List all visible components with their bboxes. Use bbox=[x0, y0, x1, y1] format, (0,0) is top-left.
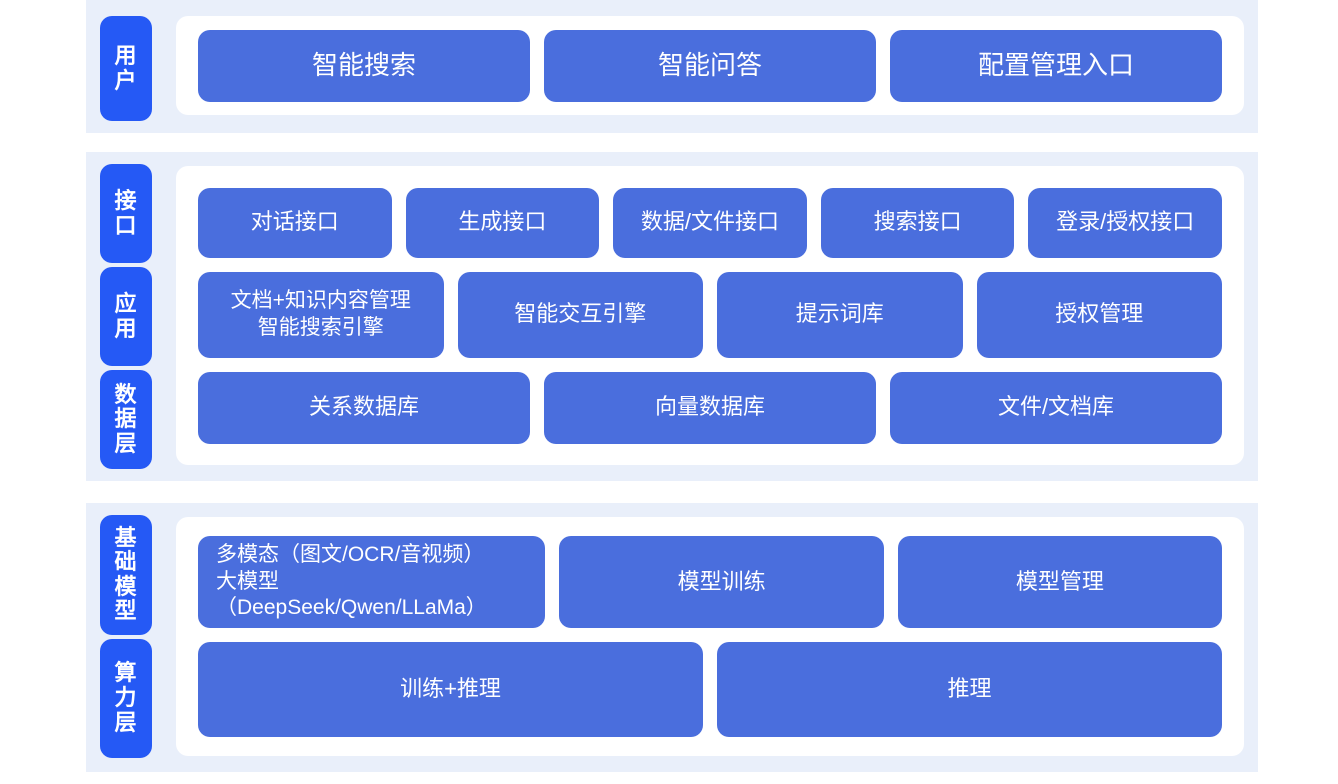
card-search-api[interactable]: 搜索接口 bbox=[820, 187, 1015, 258]
section-middle: 接口 应用 数据层 对话接口 生成接口 数据/文件接口 搜索接口 登录/授权接口… bbox=[86, 152, 1258, 481]
rail-tab-user[interactable]: 用户 bbox=[100, 16, 152, 121]
card-smart-search[interactable]: 智能搜索 bbox=[198, 29, 530, 102]
row-interface: 对话接口 生成接口 数据/文件接口 搜索接口 登录/授权接口 bbox=[198, 187, 1222, 258]
row-application: 文档+知识内容管理 智能搜索引擎 智能交互引擎 提示词库 授权管理 bbox=[198, 271, 1222, 358]
card-smart-interaction-engine[interactable]: 智能交互引擎 bbox=[457, 271, 703, 358]
rail-tab-base-model-label: 基础模型 bbox=[114, 524, 138, 624]
row-base-model: 多模态（图文/OCR/音视频） 大模型（DeepSeek/Qwen/LLaMa）… bbox=[198, 536, 1222, 628]
card-model-management[interactable]: 模型管理 bbox=[897, 536, 1222, 628]
card-relational-database[interactable]: 关系数据库 bbox=[198, 371, 530, 444]
card-login-auth-api[interactable]: 登录/授权接口 bbox=[1028, 187, 1222, 258]
section-user: 用户 智能搜索 智能问答 配置管理入口 bbox=[86, 0, 1258, 133]
card-dialog-api[interactable]: 对话接口 bbox=[198, 187, 392, 258]
rail-tab-user-label: 用户 bbox=[114, 42, 138, 93]
card-authorization-management[interactable]: 授权管理 bbox=[976, 271, 1222, 358]
card-smart-qa[interactable]: 智能问答 bbox=[544, 29, 876, 102]
rail-user: 用户 bbox=[86, 0, 166, 133]
card-config-management-entry[interactable]: 配置管理入口 bbox=[890, 29, 1222, 102]
card-prompt-library[interactable]: 提示词库 bbox=[717, 271, 963, 358]
rail-tab-application-label: 应用 bbox=[114, 290, 138, 341]
panel-user: 智能搜索 智能问答 配置管理入口 bbox=[176, 16, 1244, 115]
panel-middle: 对话接口 生成接口 数据/文件接口 搜索接口 登录/授权接口 文档+知识内容管理… bbox=[176, 166, 1244, 465]
rail-tab-application[interactable]: 应用 bbox=[100, 267, 152, 366]
card-generation-api[interactable]: 生成接口 bbox=[405, 187, 600, 258]
rail-base: 基础模型 算力层 bbox=[86, 503, 166, 772]
card-vector-database[interactable]: 向量数据库 bbox=[544, 371, 876, 444]
rail-tab-compute-layer[interactable]: 算力层 bbox=[100, 638, 152, 758]
row-compute-layer: 训练+推理 推理 bbox=[198, 642, 1222, 737]
rail-tab-data-layer-label: 数据层 bbox=[114, 381, 138, 456]
rail-tab-compute-layer-label: 算力层 bbox=[114, 660, 138, 735]
rail-tab-data-layer[interactable]: 数据层 bbox=[100, 370, 152, 469]
row-data-layer: 关系数据库 向量数据库 文件/文档库 bbox=[198, 371, 1222, 444]
card-file-document-store[interactable]: 文件/文档库 bbox=[890, 371, 1222, 444]
card-inference[interactable]: 推理 bbox=[717, 642, 1222, 737]
row-user: 智能搜索 智能问答 配置管理入口 bbox=[198, 29, 1222, 102]
rail-tab-base-model[interactable]: 基础模型 bbox=[100, 515, 152, 635]
card-data-file-api[interactable]: 数据/文件接口 bbox=[613, 187, 807, 258]
rail-middle: 接口 应用 数据层 bbox=[86, 152, 166, 481]
section-base: 基础模型 算力层 多模态（图文/OCR/音视频） 大模型（DeepSeek/Qw… bbox=[86, 503, 1258, 772]
rail-tab-interface[interactable]: 接口 bbox=[100, 164, 152, 263]
card-multimodal-large-model[interactable]: 多模态（图文/OCR/音视频） 大模型（DeepSeek/Qwen/LLaMa） bbox=[198, 536, 546, 628]
card-model-training[interactable]: 模型训练 bbox=[559, 536, 884, 628]
panel-base: 多模态（图文/OCR/音视频） 大模型（DeepSeek/Qwen/LLaMa）… bbox=[176, 517, 1244, 756]
card-training-plus-inference[interactable]: 训练+推理 bbox=[198, 642, 703, 737]
card-document-knowledge-management[interactable]: 文档+知识内容管理 智能搜索引擎 bbox=[198, 271, 444, 358]
rail-tab-interface-label: 接口 bbox=[114, 187, 138, 238]
